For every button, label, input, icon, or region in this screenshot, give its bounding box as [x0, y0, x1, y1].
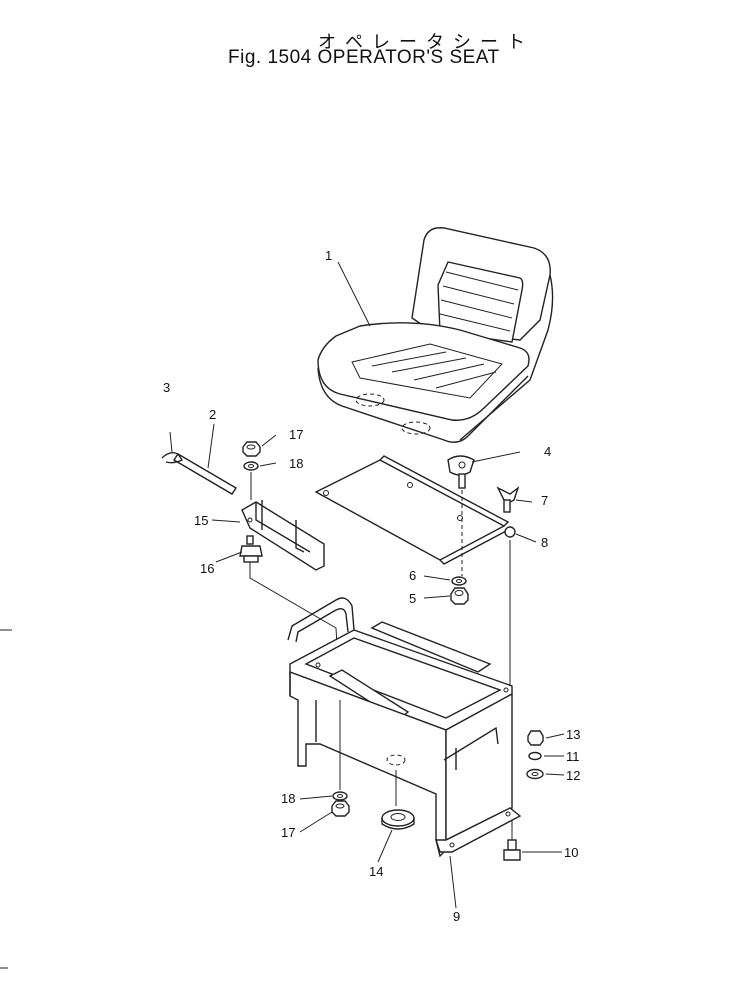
rubber-mount-part-16 [239, 535, 263, 563]
callout-18-bottom: 18 [281, 791, 295, 806]
washer-part-18-bottom [332, 791, 348, 801]
nut-part-13 [527, 730, 544, 746]
callout-13: 13 [566, 727, 580, 742]
callout-10: 10 [564, 845, 578, 860]
figure-title: Fig. 1504 OPERATOR'S SEAT [228, 47, 500, 68]
bolt-part-10 [503, 839, 521, 861]
callout-9: 9 [453, 909, 460, 924]
callout-15: 15 [194, 513, 208, 528]
seat-part [317, 227, 554, 443]
title-japanese: オペレータシート [318, 32, 534, 53]
callout-14: 14 [369, 864, 383, 879]
callout-11: 11 [566, 749, 580, 764]
callout-6: 6 [409, 568, 416, 583]
leader-lines [207, 261, 565, 909]
callout-labels: 1 2 3 4 5 6 7 8 9 10 11 12 13 14 15 16 1… [163, 248, 580, 924]
pin-part-2 [173, 453, 237, 495]
callout-16: 16 [200, 561, 214, 576]
callout-17-top: 17 [289, 427, 303, 442]
callout-12: 12 [566, 768, 580, 783]
bracket-part-15 [241, 500, 325, 571]
seat-frame-part-9 [287, 597, 522, 858]
washer-part-18-top [243, 461, 259, 471]
callout-5: 5 [409, 591, 416, 606]
wing-bolt-part-7 [496, 486, 520, 513]
nut-part-5 [450, 587, 469, 605]
callout-8: 8 [541, 535, 548, 550]
washer-part-12 [526, 768, 544, 780]
seat-plate-part [314, 455, 516, 565]
callout-1: 1 [325, 248, 332, 263]
callout-2: 2 [209, 407, 216, 422]
callout-17-bottom: 17 [281, 825, 295, 840]
callout-3: 3 [163, 380, 170, 395]
clip-part-3 [161, 431, 184, 464]
nut-part-17-bottom [331, 800, 350, 817]
lock-washer-part-11 [528, 751, 542, 761]
nut-part-17-top [242, 441, 261, 457]
callout-7: 7 [541, 493, 548, 508]
grommet-part-14 [381, 809, 415, 830]
washer-part-6 [451, 576, 467, 586]
callout-4: 4 [544, 444, 551, 459]
callout-18-top: 18 [289, 456, 303, 471]
latch-part-4 [447, 455, 475, 576]
